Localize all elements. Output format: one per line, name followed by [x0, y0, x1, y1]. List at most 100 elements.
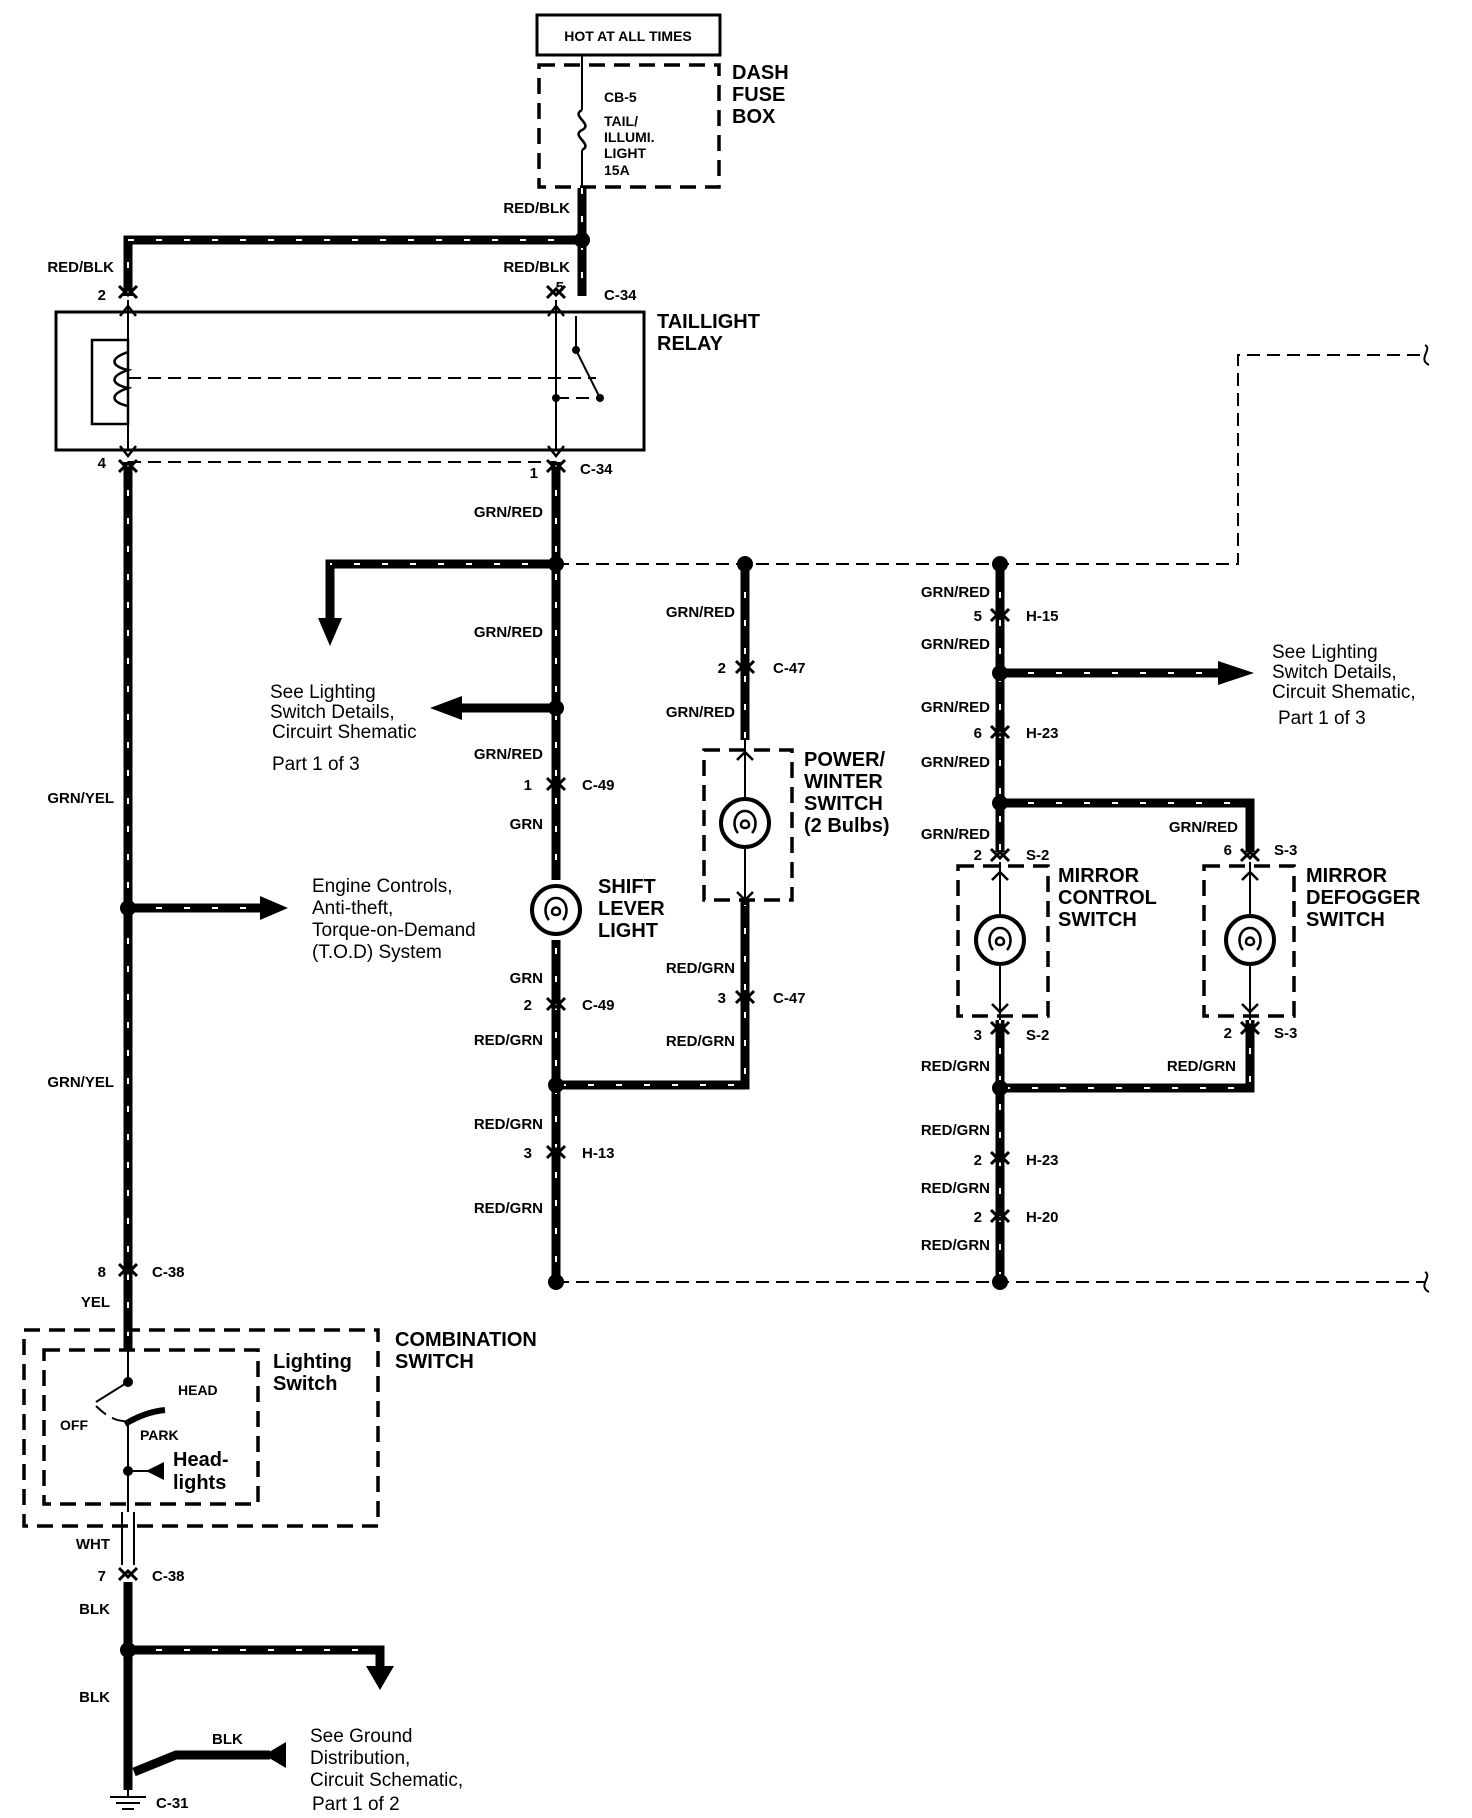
- power-winter-title-2: WINTER: [804, 771, 883, 793]
- wire-label: RED/GRN: [921, 1058, 990, 1075]
- ground-note-4: Part 1 of 2: [312, 1794, 400, 1815]
- combination-switch-title-1: COMBINATION: [395, 1329, 537, 1351]
- connector-id: S-3: [1274, 1025, 1297, 1042]
- connector-id: S-2: [1026, 1027, 1049, 1044]
- combination-switch: COMBINATION SWITCH Lighting Switch HEAD …: [22, 1328, 537, 1528]
- wire-label: GRN/RED: [666, 704, 735, 721]
- wire-label: RED/BLK: [503, 259, 570, 276]
- connector-id: H-20: [1026, 1209, 1059, 1226]
- power-winter-title-3: SWITCH: [804, 793, 883, 815]
- mirror-defogger-switch: MIRROR DEFOGGER SWITCH: [1202, 862, 1421, 1020]
- pin-number: 3: [524, 1145, 532, 1162]
- combination-switch-title-2: SWITCH: [395, 1351, 474, 1373]
- pin-number: 2: [718, 660, 726, 677]
- wire-label: GRN/RED: [921, 754, 990, 771]
- fuse-rating: 15A: [604, 162, 630, 178]
- reference-notes: See Lighting Switch Details, Circuirt Sh…: [270, 642, 1416, 1815]
- ground-note-2: Distribution,: [310, 1748, 410, 1769]
- engine-note-4: (T.O.D) System: [312, 942, 442, 963]
- right-ref-note-3: Circuit Shematic,: [1272, 682, 1416, 703]
- fuse-box: HOT AT ALL TIMES CB-5 TAIL/ ILLUMI. LIGH…: [535, 13, 789, 189]
- pin-number: 2: [974, 1152, 982, 1169]
- pin-number: 2: [98, 287, 106, 304]
- connector-id: H-15: [1026, 608, 1059, 625]
- left-ref-note-3: Circuirt Shematic: [272, 722, 417, 743]
- wire-label: BLK: [79, 1689, 110, 1706]
- wire-label: GRN/RED: [921, 636, 990, 653]
- power-winter-switch: POWER/ WINTER SWITCH (2 Bulbs): [702, 740, 890, 905]
- fuse-box-title-3: BOX: [732, 106, 776, 128]
- wire-label: RED/BLK: [47, 259, 114, 276]
- connector-id: C-31: [156, 1795, 189, 1812]
- connector-id: C-34: [604, 287, 637, 304]
- power-winter-title-4: (2 Bulbs): [804, 815, 890, 837]
- relay-title-2: RELAY: [657, 333, 724, 355]
- hot-at-all-times-box: [535, 13, 722, 57]
- power-winter-title-1: POWER/: [804, 749, 886, 771]
- wire-label: RED/GRN: [474, 1032, 543, 1049]
- pin-number: 7: [98, 1568, 106, 1585]
- connector-id: H-23: [1026, 725, 1059, 742]
- connector-id: C-34: [580, 461, 613, 478]
- engine-note-3: Torque-on-Demand: [312, 920, 476, 941]
- wire-label: GRN/YEL: [47, 790, 114, 807]
- fuse-box-title-1: DASH: [732, 62, 789, 84]
- wire-label: GRN/RED: [474, 504, 543, 521]
- taillight-relay: TAILLIGHT RELAY: [54, 300, 760, 459]
- pin-number: 3: [718, 990, 726, 1007]
- mirror-control-switch: MIRROR CONTROL SWITCH: [956, 862, 1157, 1020]
- mirror-control-title-1: MIRROR: [1058, 865, 1140, 887]
- junction-dots: [120, 232, 1008, 1658]
- connector-id: C-47: [773, 990, 806, 1007]
- wire-label: RED/GRN: [921, 1180, 990, 1197]
- right-ref-note-2: Switch Details,: [1272, 662, 1397, 683]
- left-ref-note-4: Part 1 of 3: [272, 754, 360, 775]
- wire-label: RED/GRN: [921, 1237, 990, 1254]
- fuse-desc-3: LIGHT: [604, 145, 646, 161]
- connector-id: C-49: [582, 777, 615, 794]
- mirror-defogger-title-1: MIRROR: [1306, 865, 1388, 887]
- mirror-control-title-2: CONTROL: [1058, 887, 1157, 909]
- left-ref-note-1: See Lighting: [270, 682, 376, 703]
- connector-id: C-38: [152, 1568, 185, 1585]
- wire-label: WHT: [76, 1536, 110, 1553]
- mirror-defogger-title-3: SWITCH: [1306, 909, 1385, 931]
- relay-coil: [113, 350, 133, 408]
- wire-label: YEL: [81, 1294, 110, 1311]
- switch-pos-park: PARK: [140, 1427, 179, 1443]
- lighting-switch-title-2: Switch: [273, 1373, 337, 1395]
- fuse-symbol: [577, 108, 587, 152]
- pin-number: 5: [556, 279, 564, 296]
- fuse-name: CB-5: [604, 89, 637, 105]
- mirror-control-title-3: SWITCH: [1058, 909, 1137, 931]
- wire-label: GRN/RED: [1169, 819, 1238, 836]
- switch-pos-off: OFF: [60, 1417, 88, 1433]
- wire-label: GRN/RED: [474, 746, 543, 763]
- wire-label: RED/BLK: [503, 200, 570, 217]
- wire-label: RED/GRN: [474, 1116, 543, 1133]
- wire-label: GRN: [510, 970, 543, 987]
- wire-label: RED/GRN: [666, 1033, 735, 1050]
- wire-label: GRN: [510, 816, 543, 833]
- wire-label: BLK: [212, 1731, 243, 1748]
- pin-number: 2: [974, 1209, 982, 1226]
- headlights-label-2: lights: [173, 1472, 226, 1494]
- pin-number: 6: [974, 725, 982, 742]
- pin-number: 8: [98, 1264, 106, 1281]
- pin-number: 1: [524, 777, 532, 794]
- relay-title-1: TAILLIGHT: [657, 311, 760, 333]
- wire-labels: RED/BLK RED/BLK RED/BLK GRN/RED GRN/RED …: [47, 200, 1238, 1748]
- shift-lever-title-2: LEVER: [598, 898, 665, 920]
- wire-label: GRN/RED: [921, 826, 990, 843]
- dash-fuse-box-outline: [537, 63, 721, 189]
- wire-label: RED/GRN: [666, 960, 735, 977]
- wire-label: RED/GRN: [1167, 1058, 1236, 1075]
- shift-lever-light: SHIFT LEVER LIGHT: [530, 868, 665, 948]
- wire-label: GRN/RED: [666, 604, 735, 621]
- connector-id: H-23: [1026, 1152, 1059, 1169]
- hot-at-all-times-label: HOT AT ALL TIMES: [564, 28, 692, 44]
- left-ref-note-2: Switch Details,: [270, 702, 395, 723]
- ground-note-3: Circuit Schematic,: [310, 1770, 463, 1791]
- fuse-desc-1: TAIL/: [604, 113, 638, 129]
- wire-label: GRN/RED: [474, 624, 543, 641]
